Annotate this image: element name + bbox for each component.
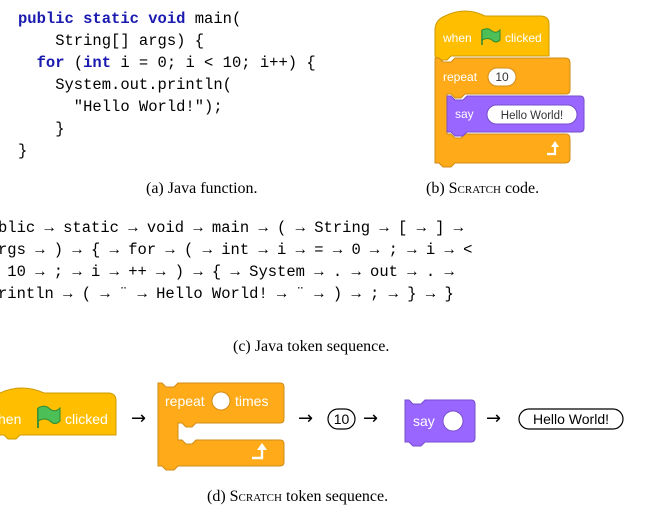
token-repeat-slot [211, 391, 231, 411]
caption-b: (b) Scratch code. [426, 180, 539, 198]
code-line: System.out.println( [18, 74, 316, 96]
caption-b-suffix: code. [500, 180, 540, 197]
code-line: public static void main( [18, 8, 316, 30]
java-token-line: rgs → ) → { → for → ( → int → i → = → 0 … [0, 241, 473, 259]
java-token-line: 10 → ; → i → ++ → ) → { → System → . → o… [0, 263, 454, 281]
token-arrow: → [363, 408, 378, 429]
code-text: } [18, 120, 65, 138]
code-keyword: int [83, 54, 112, 72]
hat-when-label: when [442, 31, 472, 45]
code-line: } [18, 140, 316, 162]
token-say-label: say [413, 413, 435, 429]
token-repeat-label: repeat [165, 393, 205, 409]
token-string-value: Hello World! [533, 411, 609, 427]
token-repeat [157, 382, 285, 471]
green-flag-icon [37, 405, 61, 428]
token-arrow: → [298, 408, 313, 429]
hat-clicked-label: clicked [505, 31, 542, 45]
code-text: String[] args) { [18, 32, 205, 50]
repeat-count-value: 10 [495, 70, 509, 84]
code-line: "Hello World!"); [18, 96, 316, 118]
code-text: "Hello World!"); [18, 98, 223, 116]
token-hat-clicked-label: clicked [65, 411, 108, 427]
say-label: say [455, 107, 474, 121]
repeat-count-input[interactable] [487, 67, 517, 87]
caption-d-prefix: (d) [207, 488, 230, 505]
code-text [18, 54, 37, 72]
loop-arrow-icon [252, 443, 267, 460]
java-token-line: blic → static → void → main → ( → String… [0, 219, 464, 237]
caption-c: (c) Java token sequence. [233, 338, 390, 355]
code-text: } [18, 142, 28, 160]
token-say [404, 399, 476, 447]
code-text: ( [64, 54, 84, 72]
token-repeat-times-label: times [235, 393, 268, 409]
code-keyword: for [36, 54, 65, 72]
token-arrow: → [131, 408, 146, 429]
say-text-value: Hello World! [501, 110, 563, 122]
green-flag-icon [481, 28, 501, 45]
java-token-sequence: blic → static → void → main → ( → String… [0, 217, 472, 305]
code-line: for (int i = 0; i < 10; i++) { [18, 52, 316, 74]
code-text: main( [185, 10, 242, 28]
repeat-block [434, 57, 571, 168]
caption-d-suffix: token sequence. [281, 488, 389, 505]
code-line: String[] args) { [18, 30, 316, 52]
scratch-token-sequence: hen clicked → repeat times → 10 → say → … [0, 382, 624, 471]
java-token-line: rintln → ( → ¨ → Hello World! → ¨ → ) → … [0, 285, 454, 303]
code-keyword: public static void [18, 10, 186, 28]
token-string [518, 408, 624, 430]
loop-arrow-icon [547, 141, 559, 156]
token-hat-when-label: hen [0, 411, 21, 427]
java-code-listing: public static void main( String[] args) … [18, 8, 316, 162]
token-say-slot [442, 410, 464, 432]
code-text: System.out.println( [18, 76, 232, 94]
caption-d: (d) Scratch token sequence. [207, 488, 388, 506]
caption-b-prefix: (b) [426, 180, 449, 197]
caption-a: (a) Java function. [146, 180, 258, 197]
say-text-input[interactable] [486, 104, 578, 125]
token-number [327, 408, 356, 430]
token-number-value: 10 [334, 411, 350, 427]
scratch-code-figure: when clicked repeat 10 say Hello World! [434, 10, 585, 168]
caption-b-scratch: Scratch [448, 180, 501, 197]
repeat-label: repeat [443, 70, 478, 84]
caption-d-scratch: Scratch [229, 488, 282, 505]
code-line: } [18, 118, 316, 140]
token-arrow: → [486, 408, 501, 429]
code-text: i = 0; i < 10; i++) { [111, 54, 316, 72]
